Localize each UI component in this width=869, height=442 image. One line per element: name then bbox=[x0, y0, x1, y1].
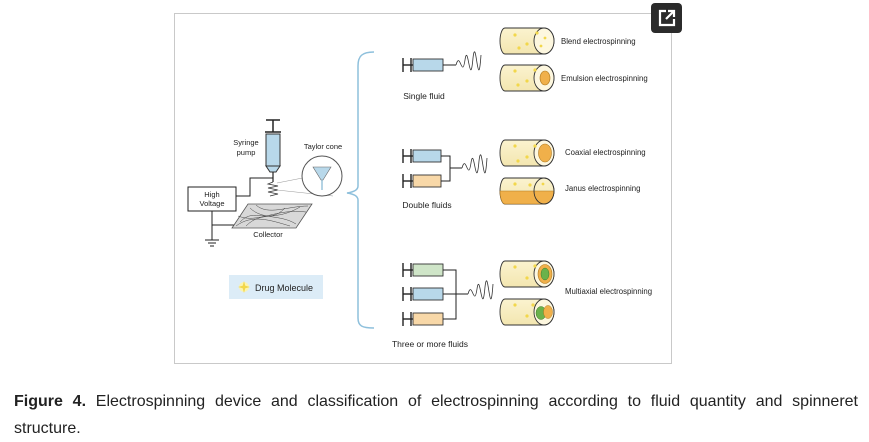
syringe-pump-label-1: Syringe bbox=[233, 138, 258, 147]
high-voltage-label-2: Voltage bbox=[199, 199, 224, 208]
multiaxial-fiber-1 bbox=[499, 260, 555, 288]
single-jet bbox=[455, 51, 482, 71]
electrospinning-device: High Voltage Syringe pump Taylor cone Co… bbox=[187, 119, 343, 247]
multiaxial-label: Multiaxial electrospinning bbox=[565, 287, 652, 296]
double-fluids-label: Double fluids bbox=[402, 200, 451, 210]
collector-label: Collector bbox=[253, 230, 283, 239]
figure-caption-text: Electrospinning device and classificatio… bbox=[14, 393, 858, 437]
multiaxial-fiber-2 bbox=[499, 298, 555, 326]
taylor-cone-label: Taylor cone bbox=[304, 142, 342, 151]
single-fluid-group: Single fluid bbox=[402, 51, 482, 101]
high-voltage-label-1: High bbox=[204, 190, 219, 199]
double-jet bbox=[461, 154, 488, 174]
double-syringe-top bbox=[402, 149, 442, 163]
figure-caption: Figure 4. Electrospinning device and cla… bbox=[14, 388, 858, 442]
emulsion-label: Emulsion electrospinning bbox=[561, 74, 648, 83]
syringe-pump-label-2: pump bbox=[237, 148, 256, 157]
emulsion-fiber bbox=[499, 64, 555, 92]
coaxial-fiber bbox=[499, 139, 555, 167]
blend-fiber bbox=[499, 27, 555, 55]
blend-label: Blend electrospinning bbox=[561, 37, 636, 46]
classification-bracket bbox=[346, 51, 375, 329]
double-syringe-bottom bbox=[402, 174, 442, 188]
figure-caption-label: Figure 4. bbox=[14, 393, 87, 410]
figure-frame bbox=[174, 13, 672, 364]
triple-syringe-top bbox=[402, 263, 444, 277]
triple-jet bbox=[467, 280, 494, 300]
triple-syringe-bottom bbox=[402, 312, 444, 326]
triple-syringe-middle bbox=[402, 287, 444, 301]
coaxial-label: Coaxial electrospinning bbox=[565, 148, 646, 157]
double-fluid-group: Double fluids bbox=[402, 149, 488, 210]
expand-button[interactable] bbox=[651, 3, 682, 33]
legend: Drug Molecule bbox=[229, 275, 323, 299]
janus-fiber bbox=[499, 177, 555, 205]
janus-label: Janus electrospinning bbox=[565, 184, 640, 193]
single-syringe bbox=[402, 58, 456, 72]
drug-molecule-icon bbox=[238, 281, 250, 293]
figure-diagram: High Voltage Syringe pump Taylor cone Co… bbox=[187, 27, 652, 349]
expand-icon bbox=[658, 9, 676, 27]
syringe-pump bbox=[265, 133, 281, 167]
three-fluids-label: Three or more fluids bbox=[392, 339, 468, 349]
single-fluid-label: Single fluid bbox=[403, 91, 445, 101]
legend-label: Drug Molecule bbox=[255, 283, 313, 293]
jet-spiral bbox=[266, 181, 279, 197]
three-fluid-group: Three or more fluids bbox=[392, 263, 494, 349]
